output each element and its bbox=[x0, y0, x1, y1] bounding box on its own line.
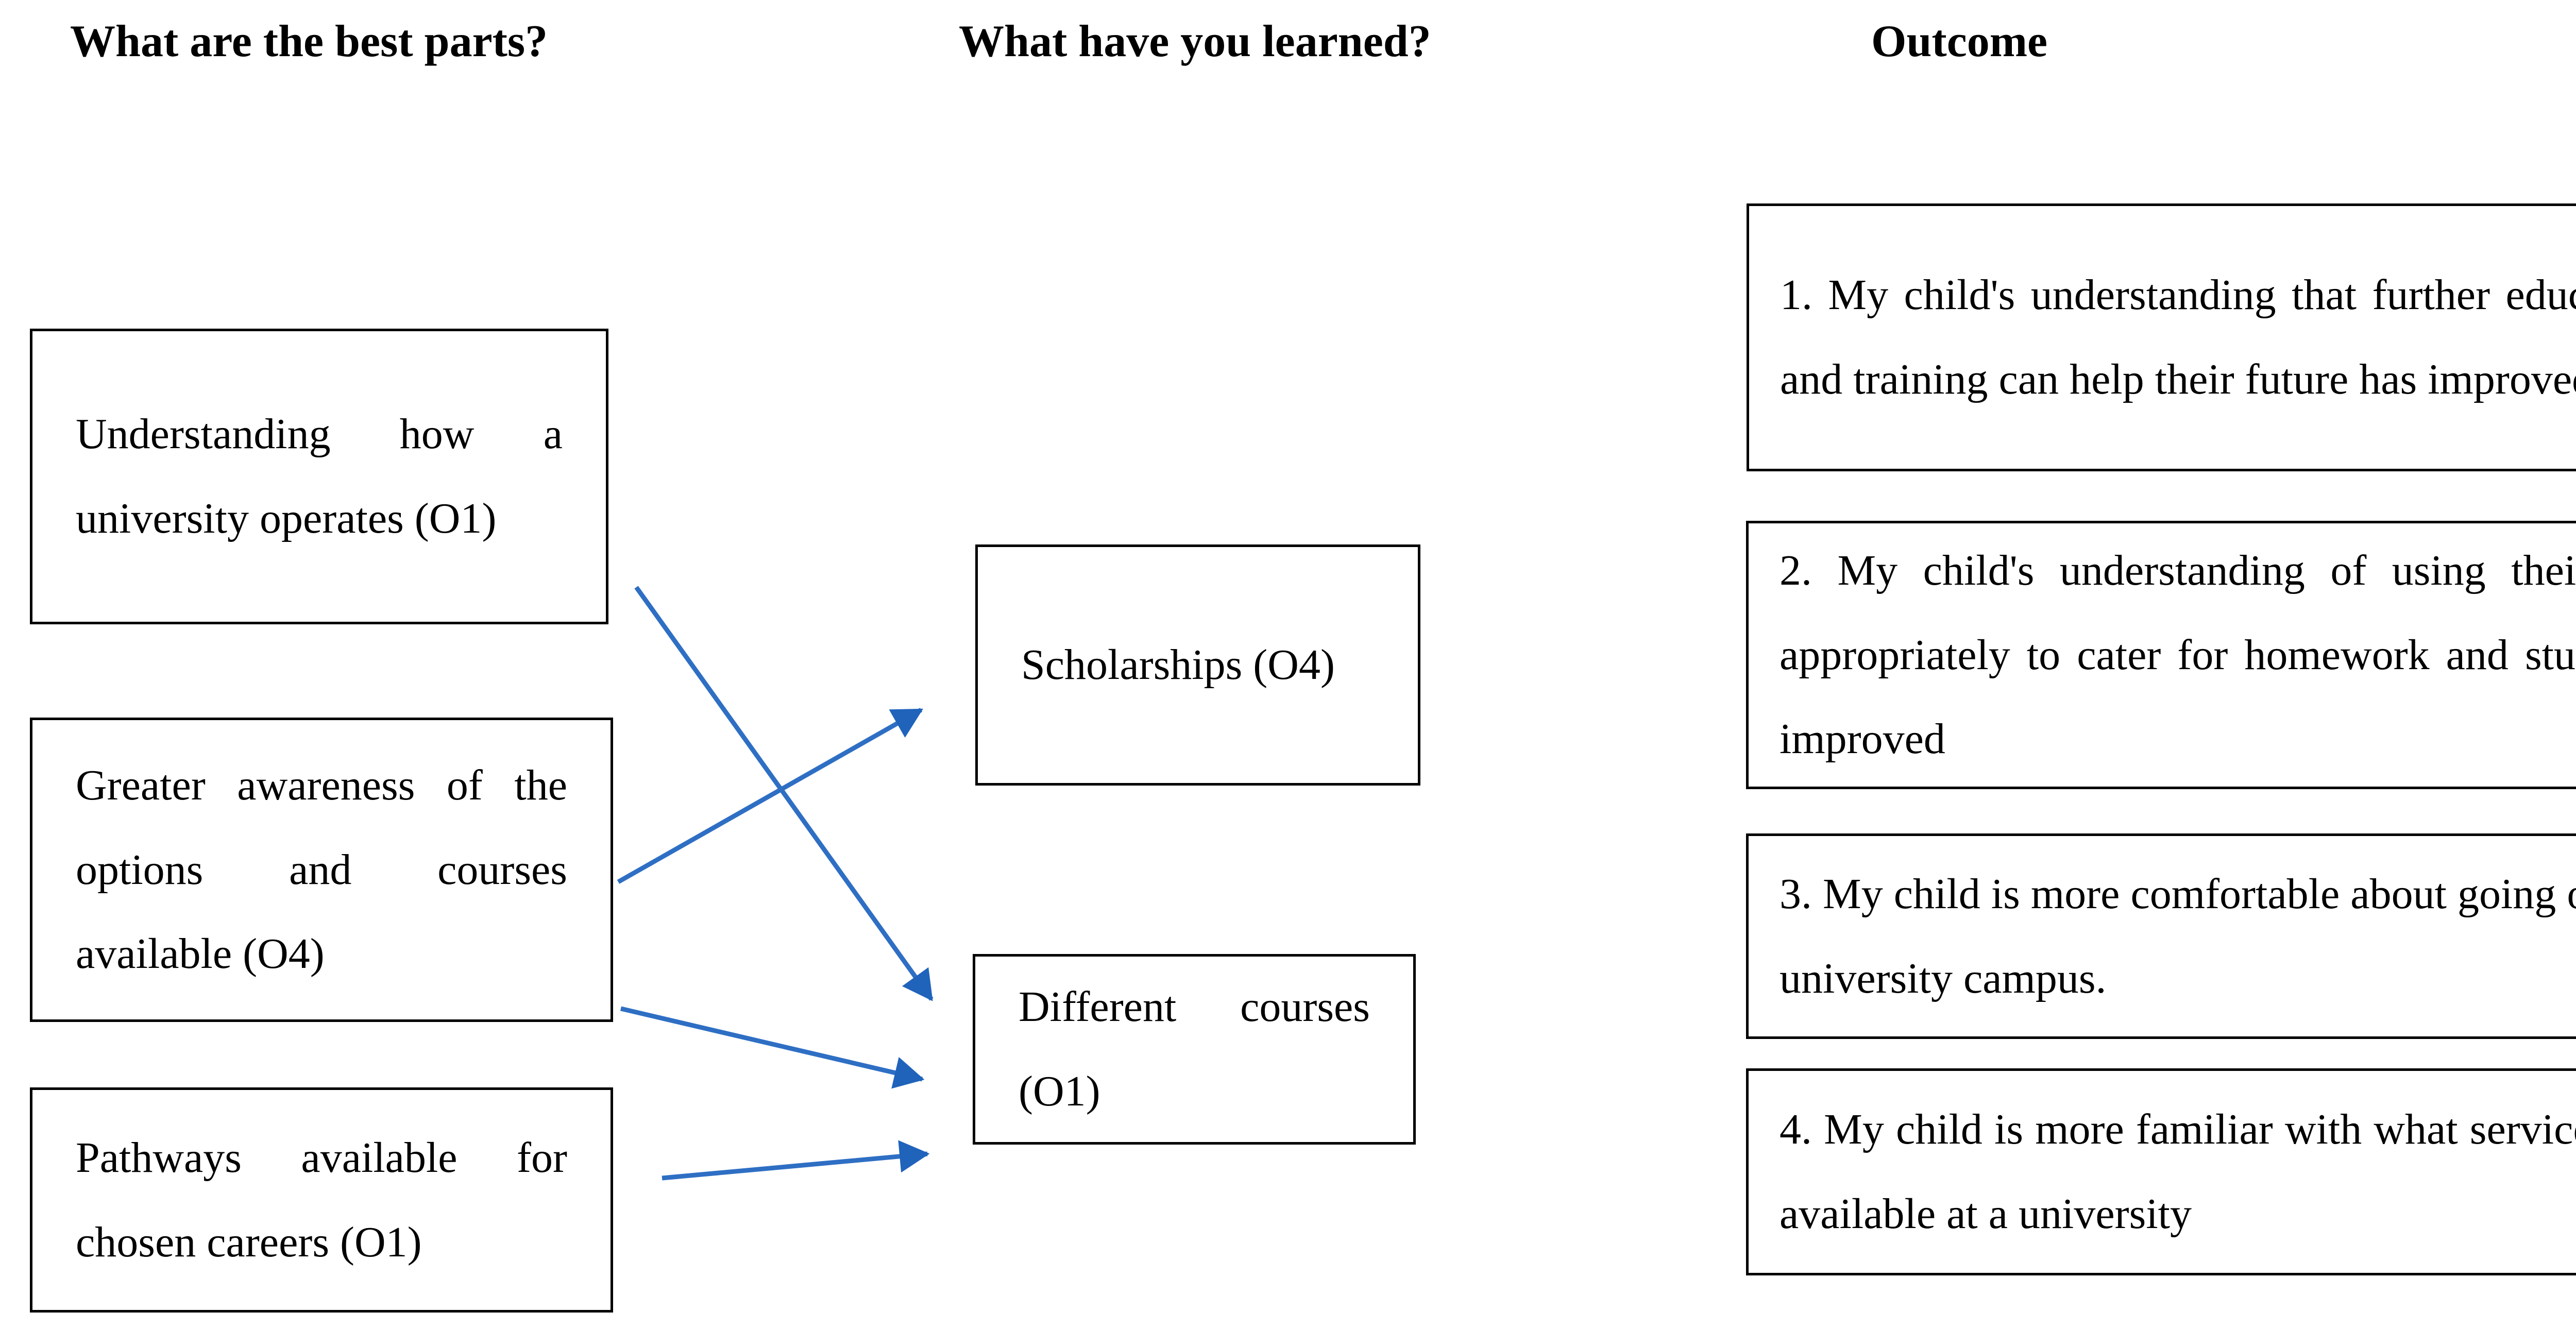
box-understanding-university-operates: Understanding how a university operates … bbox=[30, 329, 608, 624]
header-best-parts: What are the best parts? bbox=[70, 16, 548, 66]
arrow-greater-awareness-to-scholarships bbox=[617, 708, 923, 884]
box-outcome-4-text: 4. My child is more familiar with what s… bbox=[1780, 1105, 2576, 1238]
box-pathways-chosen-careers: Pathways available for chosen careers (O… bbox=[30, 1087, 613, 1313]
box-outcome-3: 3. My child is more comfortable about go… bbox=[1746, 833, 2576, 1039]
box-pathways-chosen-careers-text: Pathways available for chosen careers (O… bbox=[76, 1133, 567, 1266]
box-understanding-university-operates-text: Understanding how a university operates … bbox=[76, 410, 563, 542]
box-outcome-3-text: 3. My child is more comfortable about go… bbox=[1780, 870, 2576, 1002]
box-scholarships-text: Scholarships (O4) bbox=[1021, 641, 1335, 689]
box-greater-awareness-options-courses: Greater awareness of the options and cou… bbox=[30, 718, 613, 1022]
box-outcome-1-text: 1. My child's understanding that further… bbox=[1780, 271, 2576, 403]
box-outcome-2-text: 2. My child's understanding of using the… bbox=[1780, 546, 2576, 763]
box-different-courses: Different courses (O1) bbox=[973, 954, 1416, 1145]
box-different-courses-text: Different courses (O1) bbox=[1019, 983, 1370, 1115]
arrow-understanding-to-different-courses bbox=[634, 586, 934, 1001]
box-outcome-2: 2. My child's understanding of using the… bbox=[1746, 521, 2576, 789]
header-outcome: Outcome bbox=[1871, 16, 2048, 66]
box-greater-awareness-options-courses-text: Greater awareness of the options and cou… bbox=[76, 761, 567, 978]
header-what-have-you-learned: What have you learned? bbox=[959, 16, 1431, 66]
box-outcome-4: 4. My child is more familiar with what s… bbox=[1746, 1068, 2576, 1275]
arrow-pathways-to-different-courses bbox=[662, 1140, 930, 1181]
box-scholarships: Scholarships (O4) bbox=[975, 544, 1420, 786]
box-outcome-1: 1. My child's understanding that further… bbox=[1747, 203, 2576, 471]
arrow-greater-awareness-to-different-courses bbox=[620, 1006, 925, 1089]
